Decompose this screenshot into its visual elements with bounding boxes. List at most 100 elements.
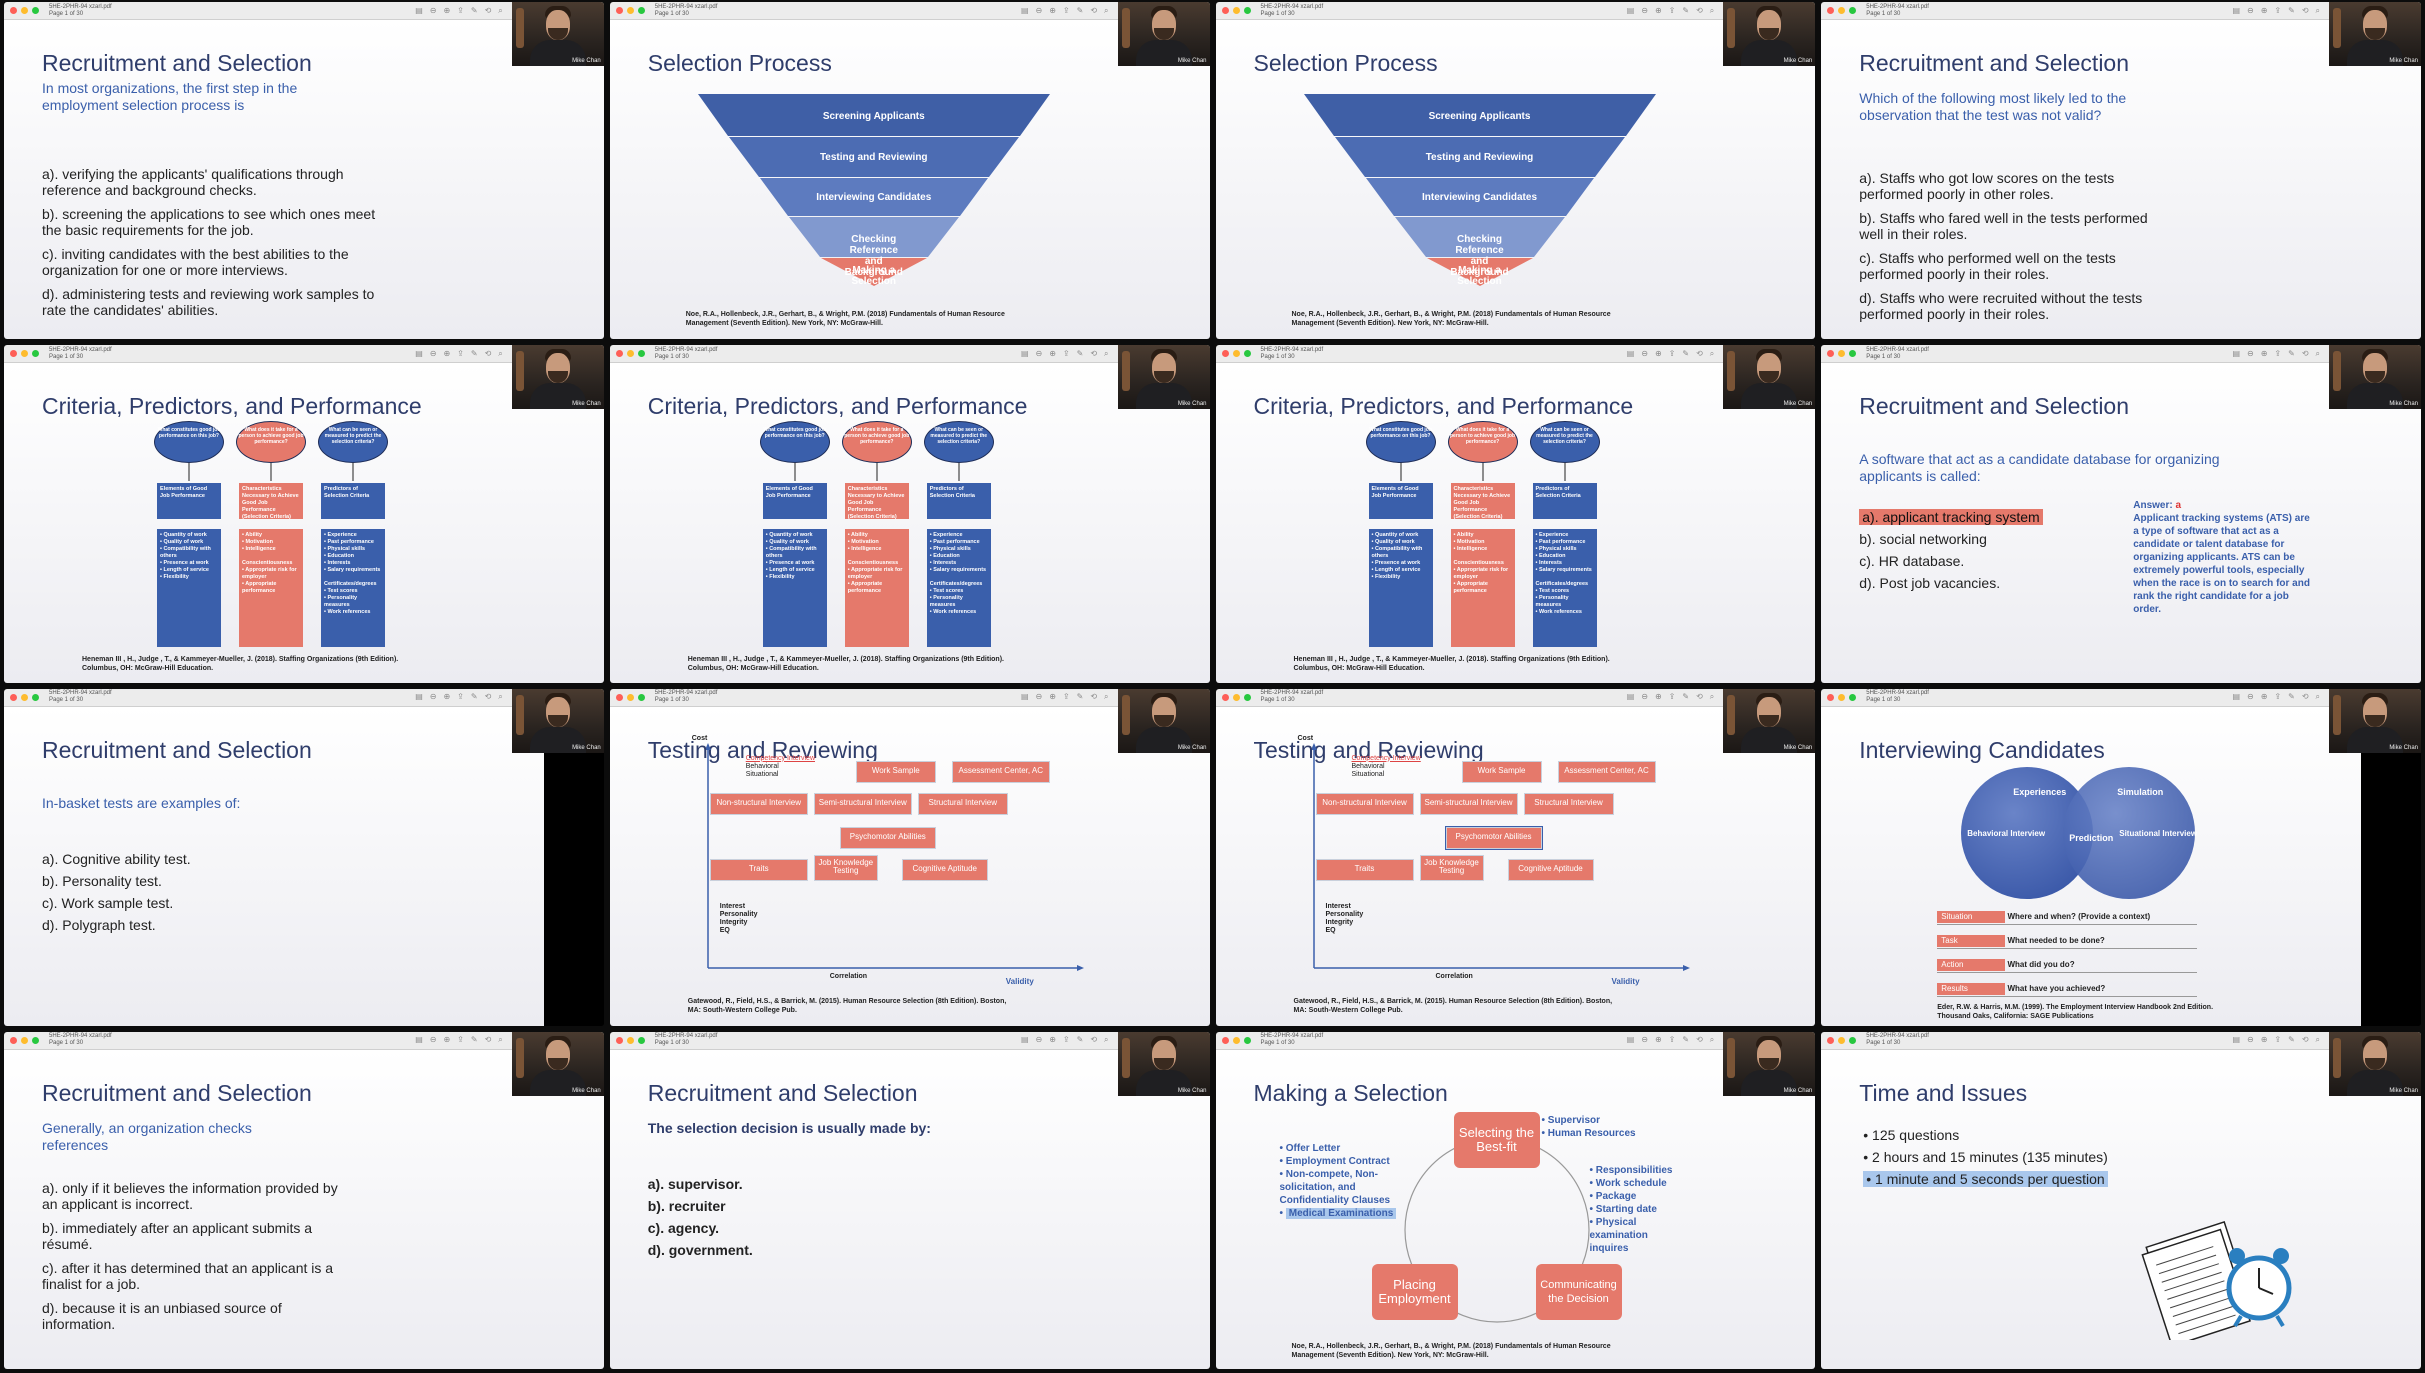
search-icon[interactable]: ⌕ <box>2315 1035 2320 1045</box>
markup-icon[interactable]: ✎ <box>1682 1035 1690 1045</box>
zoom-out-icon[interactable]: ⊖ <box>1641 1035 1648 1045</box>
zoom-dot-icon[interactable] <box>1243 1036 1251 1044</box>
zoom-in-icon[interactable]: ⊕ <box>1049 5 1056 15</box>
zoom-dot-icon[interactable] <box>32 1036 39 1044</box>
minimize-dot-icon[interactable] <box>1838 350 1846 358</box>
answer-option[interactable]: d). government. <box>647 1241 753 1258</box>
answer-option[interactable]: b). immediately after an applicant submi… <box>42 1219 313 1252</box>
zoom-out-icon[interactable]: ⊖ <box>1035 348 1043 358</box>
answer-option[interactable]: c). inviting candidates with the best ab… <box>42 246 349 278</box>
minimize-dot-icon[interactable] <box>626 350 634 358</box>
sidebar-icon[interactable]: ▤ <box>1626 692 1635 701</box>
sidebar-icon[interactable]: ▤ <box>1626 1035 1635 1045</box>
search-icon[interactable]: ⌕ <box>2315 692 2320 701</box>
answer-option[interactable]: b). Staffs who fared well in the tests p… <box>1859 210 2148 242</box>
markup-icon[interactable]: ✎ <box>2288 1035 2295 1045</box>
zoom-dot-icon[interactable] <box>32 693 39 701</box>
answer-option[interactable]: c). HR database. <box>1859 553 1965 570</box>
minimize-dot-icon[interactable] <box>1232 693 1240 701</box>
sidebar-icon[interactable]: ▤ <box>2232 348 2240 358</box>
minimize-dot-icon[interactable] <box>21 350 28 358</box>
zoom-dot-icon[interactable] <box>637 693 645 701</box>
answer-option[interactable]: d). administering tests and reviewing wo… <box>42 286 375 318</box>
close-dot-icon[interactable] <box>615 1036 623 1044</box>
zoom-in-icon[interactable]: ⊕ <box>443 692 451 701</box>
share-icon[interactable]: ⇪ <box>457 692 464 701</box>
zoom-dot-icon[interactable] <box>32 350 39 358</box>
zoom-dot-icon[interactable] <box>1849 350 1857 358</box>
search-icon[interactable]: ⌕ <box>498 348 503 358</box>
share-icon[interactable]: ⇪ <box>2274 5 2282 15</box>
search-icon[interactable]: ⌕ <box>1709 348 1715 358</box>
zoom-in-icon[interactable]: ⊕ <box>2260 348 2268 358</box>
markup-icon[interactable]: ✎ <box>470 1035 478 1045</box>
sidebar-icon[interactable]: ▤ <box>1020 1035 1029 1045</box>
zoom-in-icon[interactable]: ⊕ <box>443 348 451 358</box>
rotate-icon[interactable]: ⟲ <box>1090 1035 1098 1045</box>
search-icon[interactable]: ⌕ <box>1104 5 1109 15</box>
share-icon[interactable]: ⇪ <box>1668 692 1676 701</box>
zoom-in-icon[interactable]: ⊕ <box>2260 692 2268 701</box>
minimize-dot-icon[interactable] <box>21 693 28 701</box>
zoom-dot-icon[interactable] <box>32 7 39 14</box>
rotate-icon[interactable]: ⟲ <box>1696 1035 1703 1045</box>
zoom-in-icon[interactable]: ⊕ <box>2260 5 2268 15</box>
share-icon[interactable]: ⇪ <box>1668 1035 1676 1045</box>
markup-icon[interactable]: ✎ <box>1076 692 1084 701</box>
answer-option[interactable]: a). Cognitive ability test. <box>42 850 191 867</box>
share-icon[interactable]: ⇪ <box>1668 5 1676 15</box>
close-dot-icon[interactable] <box>1221 7 1229 14</box>
minimize-dot-icon[interactable] <box>626 7 634 14</box>
zoom-dot-icon[interactable] <box>637 350 645 358</box>
answer-option[interactable]: b). social networking <box>1859 531 1987 548</box>
rotate-icon[interactable]: ⟲ <box>2301 348 2309 358</box>
close-dot-icon[interactable] <box>615 7 623 14</box>
zoom-in-icon[interactable]: ⊕ <box>1654 5 1662 15</box>
search-icon[interactable]: ⌕ <box>498 5 503 15</box>
share-icon[interactable]: ⇪ <box>1062 1035 1070 1045</box>
sidebar-icon[interactable]: ▤ <box>1020 692 1029 701</box>
share-icon[interactable]: ⇪ <box>457 5 464 15</box>
answer-option[interactable]: a). supervisor. <box>647 1175 743 1192</box>
answer-option[interactable]: a). applicant tracking system <box>1859 509 2043 526</box>
answer-option[interactable]: d). Polygraph test. <box>42 916 156 933</box>
answer-option[interactable]: c). after it has determined that an appl… <box>42 1259 334 1292</box>
search-icon[interactable]: ⌕ <box>498 1035 503 1045</box>
zoom-out-icon[interactable]: ⊖ <box>2247 692 2254 701</box>
zoom-in-icon[interactable]: ⊕ <box>443 5 451 15</box>
answer-option[interactable]: c). Staffs who performed well on the tes… <box>1859 250 2116 282</box>
answer-option[interactable]: b). screening the applications to see wh… <box>42 206 376 238</box>
zoom-dot-icon[interactable] <box>1849 1036 1857 1044</box>
rotate-icon[interactable]: ⟲ <box>1090 5 1098 15</box>
zoom-out-icon[interactable]: ⊖ <box>2247 1035 2254 1045</box>
search-icon[interactable]: ⌕ <box>1709 692 1715 701</box>
sidebar-icon[interactable]: ▤ <box>415 348 423 358</box>
close-dot-icon[interactable] <box>1827 350 1835 358</box>
search-icon[interactable]: ⌕ <box>1709 5 1715 15</box>
zoom-out-icon[interactable]: ⊖ <box>1035 5 1043 15</box>
close-dot-icon[interactable] <box>10 350 17 358</box>
rotate-icon[interactable]: ⟲ <box>2301 1035 2309 1045</box>
markup-icon[interactable]: ✎ <box>470 692 478 701</box>
rotate-icon[interactable]: ⟲ <box>484 1035 492 1045</box>
sidebar-icon[interactable]: ▤ <box>1020 5 1029 15</box>
share-icon[interactable]: ⇪ <box>1062 348 1070 358</box>
zoom-out-icon[interactable]: ⊖ <box>1641 692 1648 701</box>
zoom-in-icon[interactable]: ⊕ <box>2260 1035 2268 1045</box>
zoom-out-icon[interactable]: ⊖ <box>1035 692 1043 701</box>
zoom-in-icon[interactable]: ⊕ <box>1654 692 1662 701</box>
answer-option[interactable]: d). Staffs who were recruited without th… <box>1859 290 2143 322</box>
sidebar-icon[interactable]: ▤ <box>2232 692 2240 701</box>
answer-option[interactable]: d). because it is an unbiased source of … <box>42 1299 282 1332</box>
zoom-dot-icon[interactable] <box>1849 693 1857 701</box>
answer-option[interactable]: d). Post job vacancies. <box>1859 575 2001 592</box>
answer-option[interactable]: c). Work sample test. <box>42 894 174 911</box>
zoom-in-icon[interactable]: ⊕ <box>443 1035 451 1045</box>
close-dot-icon[interactable] <box>1221 350 1229 358</box>
zoom-dot-icon[interactable] <box>1243 693 1251 701</box>
zoom-in-icon[interactable]: ⊕ <box>1049 1035 1056 1045</box>
zoom-out-icon[interactable]: ⊖ <box>2247 348 2254 358</box>
markup-icon[interactable]: ✎ <box>1076 348 1084 358</box>
close-dot-icon[interactable] <box>1827 7 1835 14</box>
markup-icon[interactable]: ✎ <box>2288 692 2295 701</box>
